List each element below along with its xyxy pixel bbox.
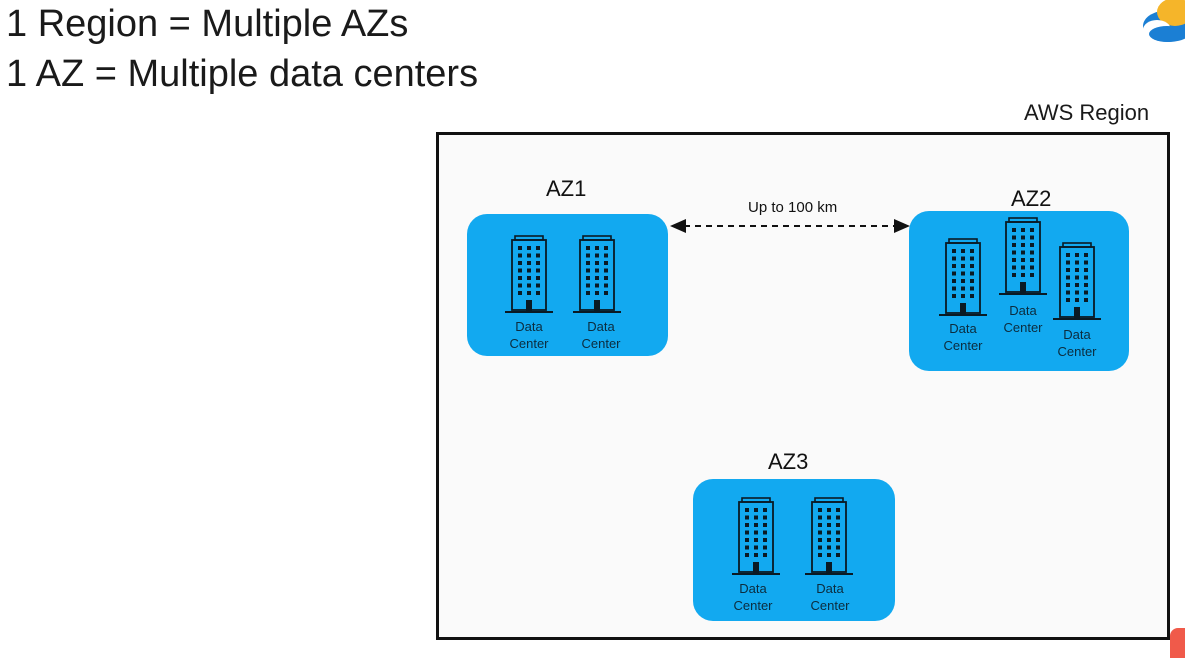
az3-box <box>693 479 895 621</box>
data-center-label: Data <box>949 321 977 336</box>
corner-badge-icon <box>1170 628 1185 658</box>
heading-region-statement: 1 Region = Multiple AZs <box>6 3 409 45</box>
heading-az-statement: 1 AZ = Multiple data centers <box>6 53 479 95</box>
data-center-label: Center <box>810 598 850 613</box>
region-label: AWS Region <box>1024 100 1150 125</box>
az1-box <box>467 214 668 356</box>
data-center-label: Data <box>1063 327 1091 342</box>
data-center-label: Center <box>733 598 773 613</box>
data-center-label: Center <box>943 338 983 353</box>
az2-label: AZ2 <box>1011 186 1052 211</box>
building-icon <box>732 497 780 575</box>
az3-label: AZ3 <box>768 449 809 474</box>
distance-label: Up to 100 km <box>748 199 838 216</box>
data-center-label: Center <box>1057 344 1097 359</box>
data-center-label: Data <box>587 319 615 334</box>
data-center-label: Data <box>739 581 767 596</box>
building-icon <box>939 238 987 316</box>
data-center-label: Data <box>515 319 543 334</box>
building-icon <box>505 235 553 313</box>
data-center-label: Center <box>509 336 549 351</box>
data-center-label: Data <box>816 581 844 596</box>
data-center-label: Center <box>581 336 621 351</box>
az1-label: AZ1 <box>546 176 587 201</box>
building-icon <box>999 217 1047 295</box>
double-arrow-connector <box>670 219 910 233</box>
building-icon <box>805 497 853 575</box>
data-center-label: Center <box>1003 320 1043 335</box>
building-icon <box>1053 242 1101 320</box>
data-center-label: Data <box>1009 303 1037 318</box>
logo-icon <box>1123 0 1185 44</box>
building-icon <box>573 235 621 313</box>
